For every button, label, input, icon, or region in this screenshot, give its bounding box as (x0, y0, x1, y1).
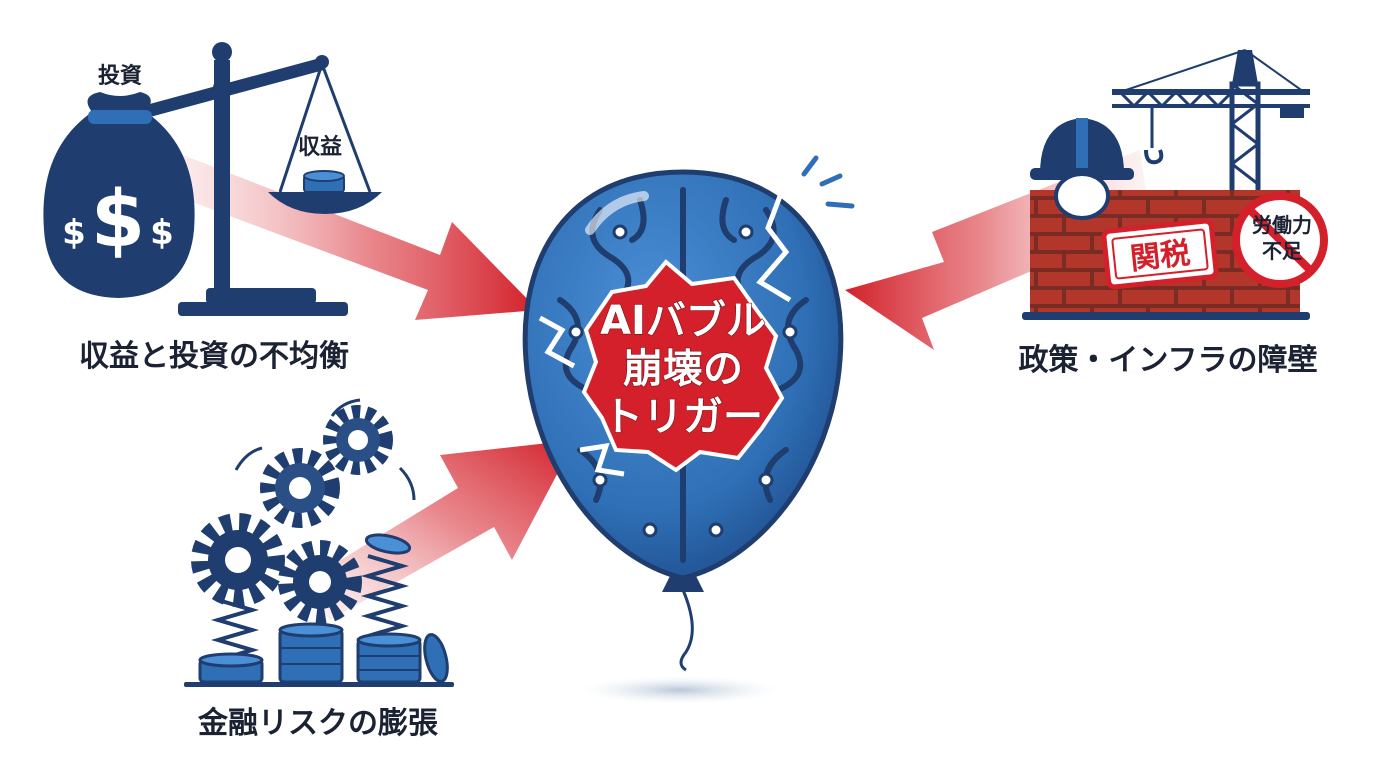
center-line3: トリガー (603, 394, 763, 440)
burst-center (581, 259, 785, 473)
prohibition-icon (1247, 207, 1313, 273)
dollar-sign-small-icon: $ (62, 213, 86, 253)
coin-stack-icon (198, 652, 264, 684)
money-bag-icon: $ $ $ (43, 92, 195, 298)
coin-stack-icon (278, 622, 344, 684)
gear-icon (278, 540, 362, 624)
pan-label: 収益 (298, 134, 342, 160)
crack-mark (756, 195, 792, 303)
dollar-sign-large-icon: $ (91, 175, 145, 265)
dollar-sign-small-icon: $ (150, 213, 174, 253)
worker-icon (1030, 118, 1134, 220)
coin-icon (423, 633, 449, 683)
brain-balloon: AIバブル 崩壊の トリガー (522, 155, 855, 704)
scale-illustration: 収益 (120, 42, 382, 316)
coin-icon (364, 533, 412, 555)
crack-mark (579, 442, 625, 477)
coin-stack-small-icon (303, 170, 345, 193)
bag-label: 投資 (98, 63, 142, 89)
labor-shortage-sign: 労働力 不足 (1232, 192, 1328, 288)
bottom-left-title: 金融リスクの膨張 (197, 706, 438, 741)
crane-icon (1112, 49, 1310, 197)
balloon-string (679, 589, 694, 672)
crack-mark (538, 315, 576, 369)
spring-icon (360, 554, 410, 638)
burst-lines (801, 155, 855, 209)
arrow-top-left (160, 150, 538, 320)
top-left-title: 収益と投資の不均衡 (79, 339, 349, 374)
right-title: 政策・インフラの障壁 (1018, 343, 1317, 378)
coin-stack-icon (356, 632, 422, 684)
center-line2: 崩壊の (623, 346, 743, 392)
financial-risk-illustration (184, 398, 454, 687)
spring-icon (210, 598, 260, 662)
tariff-stamp: 関税 (1101, 218, 1219, 290)
labor-sign-line2: 不足 (1262, 239, 1303, 263)
gear-icon (191, 513, 285, 607)
gear-icon (323, 405, 393, 475)
balloon-shadow (580, 676, 780, 704)
policy-barrier-illustration: 関税 労働力 不足 (1022, 49, 1328, 320)
tariff-stamp-label: 関税 (1129, 236, 1192, 277)
center-line1: AIバブル (600, 298, 766, 344)
gear-icon (260, 448, 340, 528)
labor-sign-line1: 労働力 (1252, 213, 1312, 237)
circuit-nodes (568, 224, 798, 538)
